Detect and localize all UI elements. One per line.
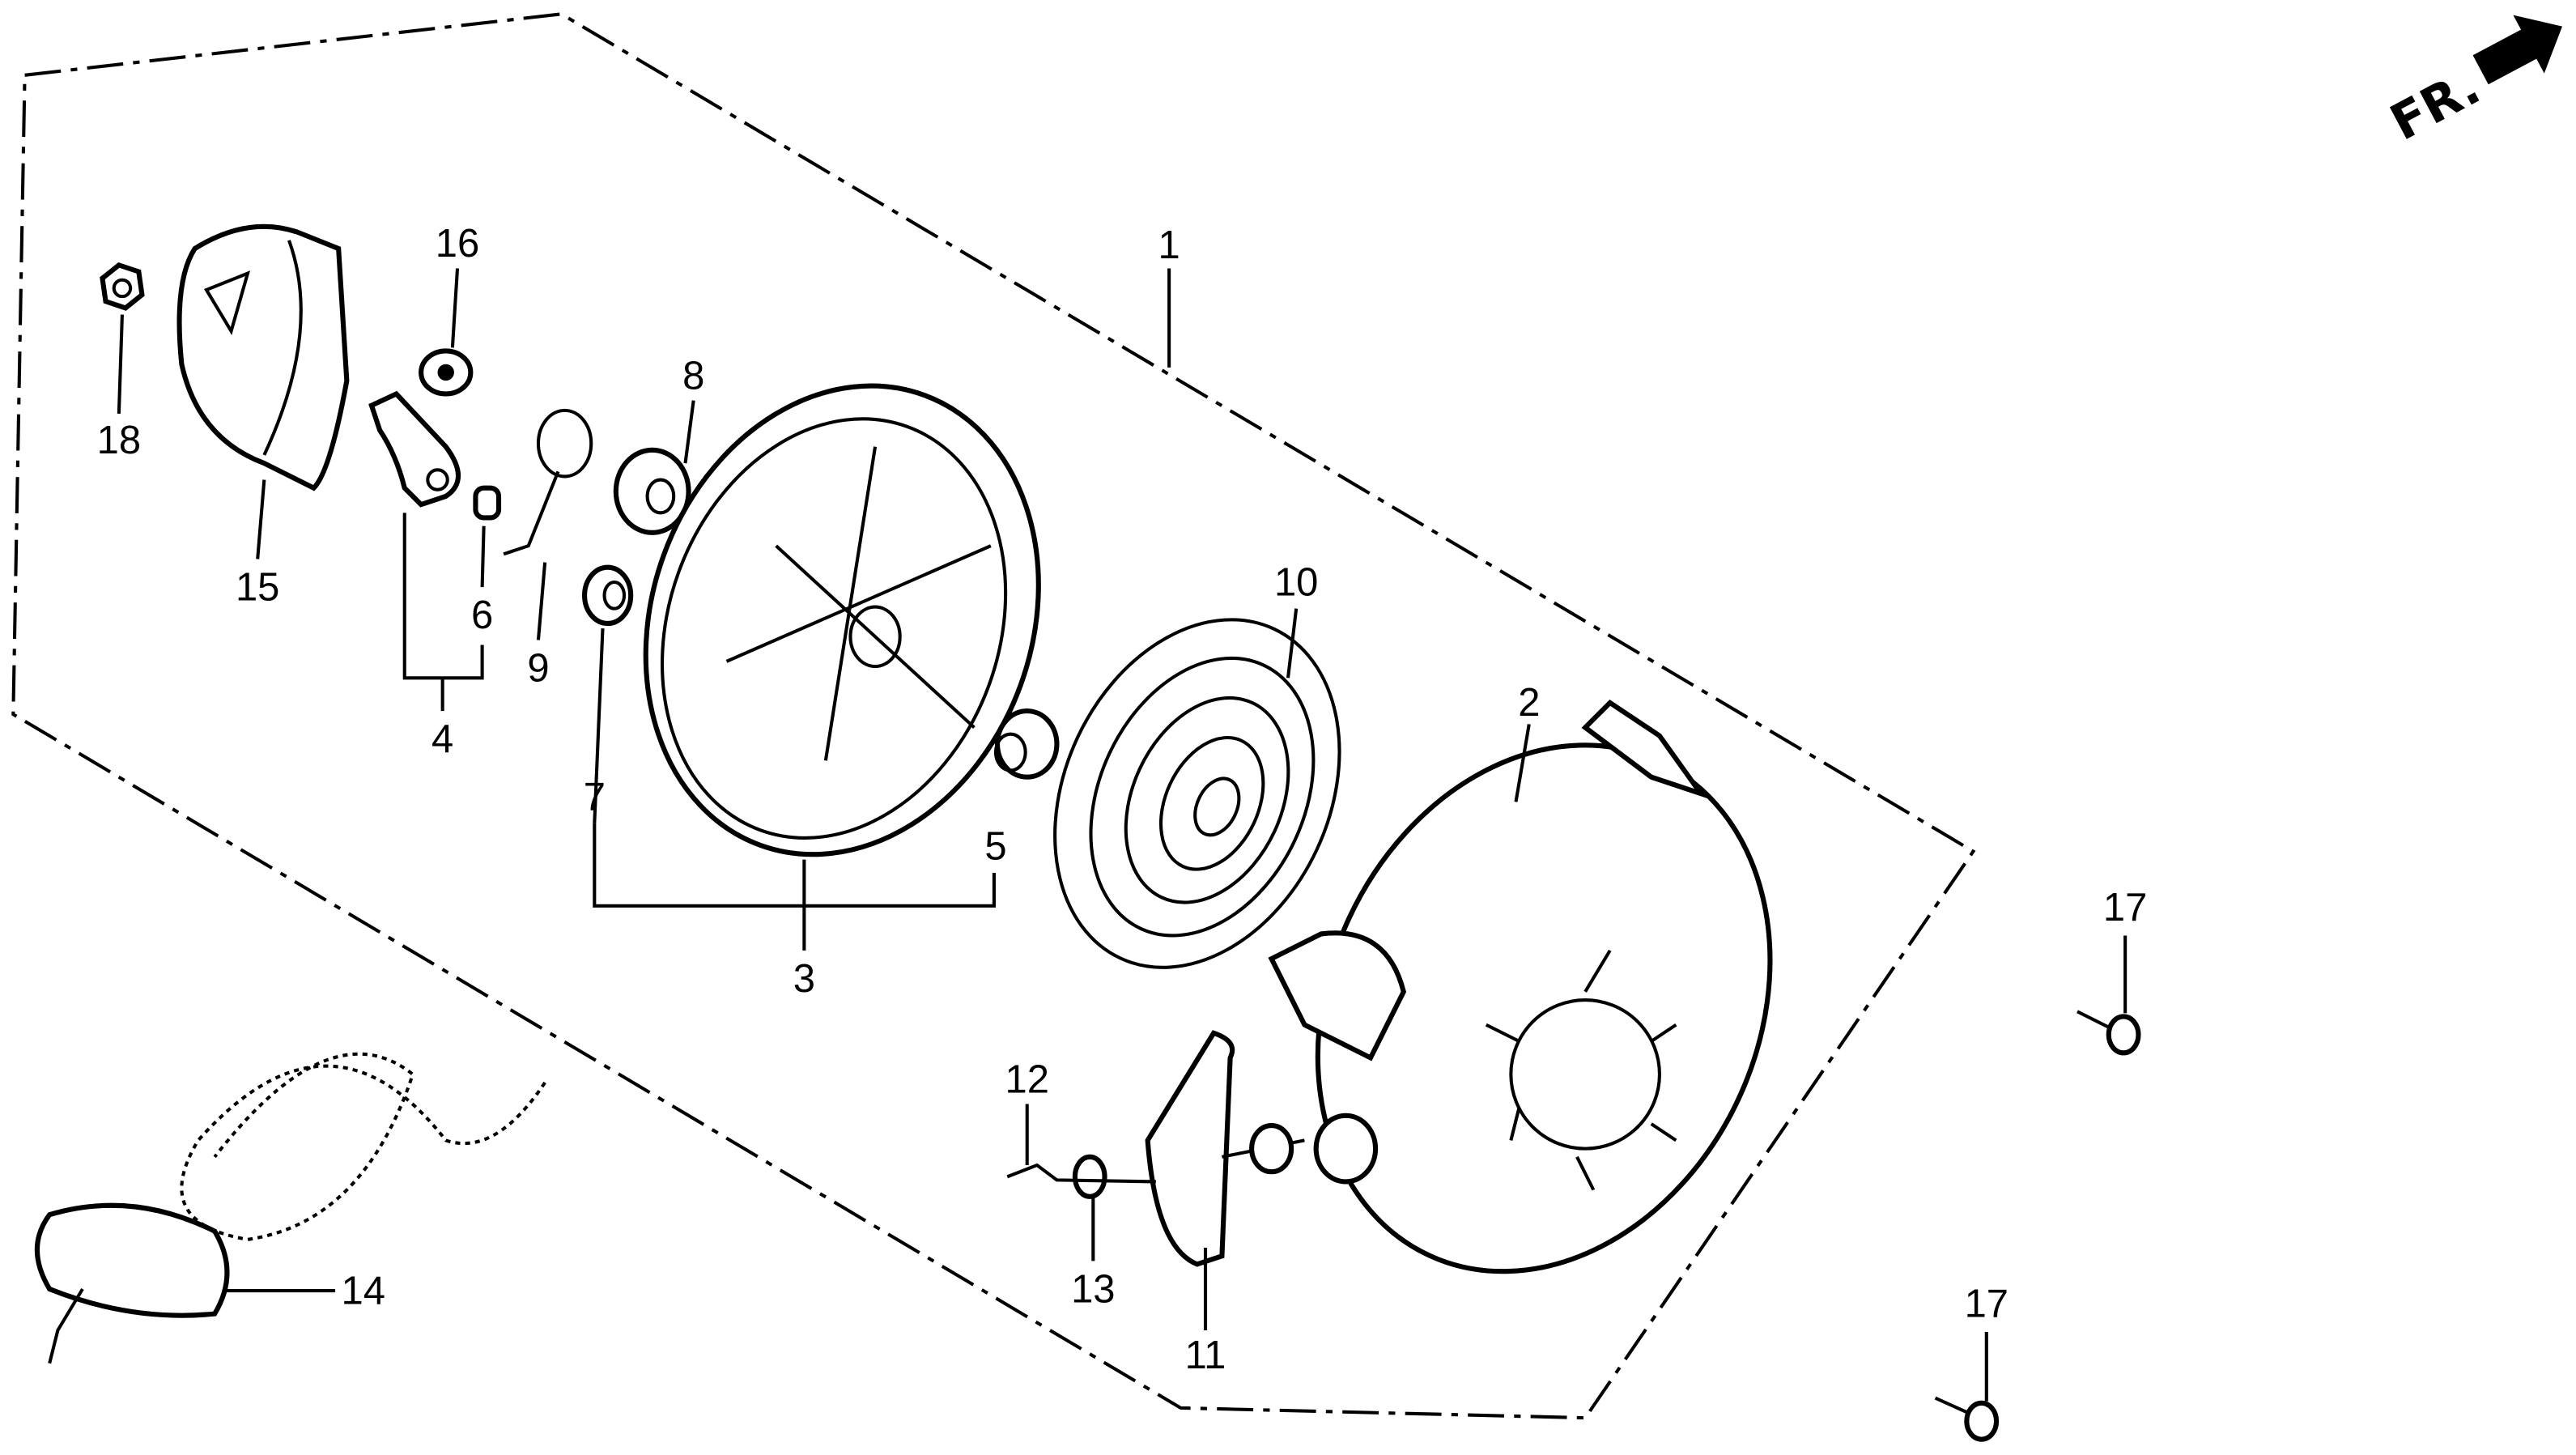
collar-part-5 [993,708,1060,780]
callout-3: 3 [793,957,815,1001]
starter-cover-part [176,223,350,491]
starter-case-part [1268,699,1773,1274]
bolt-part-17a [2077,1010,2141,1056]
callout-14: 14 [342,1269,385,1312]
leader-lines [117,268,2128,1402]
washer-part [613,447,691,535]
callout-13: 13 [1071,1267,1115,1311]
nut-part [100,262,145,311]
bolt-part-17b [1934,1396,2000,1442]
callout-8: 8 [682,354,704,398]
recoil-spring-part [1053,618,1341,969]
callout-5: 5 [984,825,1006,869]
starter-grip-part [1145,1030,1305,1267]
collar-part-7 [582,564,634,627]
front-arrow-icon: FR. [2382,15,2563,152]
collar-part-16 [419,348,474,397]
callout-16: 16 [436,222,479,266]
callout-17: 17 [2103,886,2147,930]
starter-rope-part [34,1052,546,1364]
callout-15: 15 [236,565,279,609]
callout-12: 12 [1005,1057,1049,1101]
callout-18: 18 [97,419,141,462]
callout-11: 11 [1185,1334,1226,1377]
pin-part [473,485,502,521]
callout-17b: 17 [1965,1283,2009,1326]
pin-part-12 [1006,1163,1156,1184]
reel-part [643,383,1041,857]
callout-2: 2 [1518,681,1540,725]
callout-10: 10 [1274,560,1318,604]
callout-1: 1 [1158,223,1180,267]
ratchet-spring-part [503,408,593,556]
callout-6: 6 [471,593,493,637]
callout-4: 4 [431,717,453,761]
ratchet-part [368,390,461,508]
callout-9: 9 [527,646,549,690]
callout-7: 7 [584,775,606,819]
assembly-boundary [11,12,1976,1420]
collar-part-13 [1072,1154,1107,1199]
direction-label: FR. [2382,58,2489,152]
